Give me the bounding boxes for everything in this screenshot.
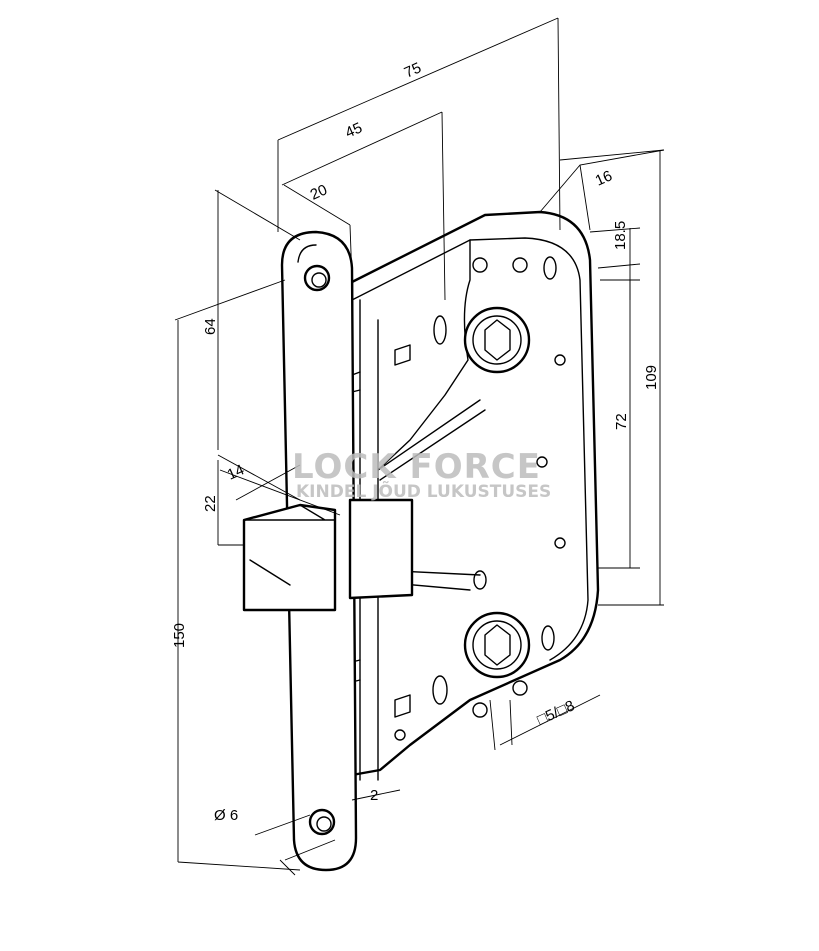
dim-14: 14 xyxy=(225,461,247,483)
dim-20: 20 xyxy=(308,181,330,203)
dim-150: 150 xyxy=(171,623,188,648)
dim-2: 2 xyxy=(370,787,378,804)
dim-18-5: 18.5 xyxy=(612,221,629,250)
spindle-hub-bottom xyxy=(432,570,555,718)
dim-spindle-square: □5/□8 xyxy=(535,697,578,728)
dim-109: 109 xyxy=(643,365,660,390)
watermark-brand: LOCK FORCE xyxy=(292,447,541,487)
dim-16: 16 xyxy=(593,167,615,189)
dim-64: 64 xyxy=(202,318,219,335)
watermark-tagline: KINDEL JÕUD LUKUSTUSES xyxy=(296,479,551,502)
dim-75: 75 xyxy=(402,59,424,81)
dim-45: 45 xyxy=(343,119,365,141)
latch-bolt xyxy=(242,498,414,612)
spindle-hub-top xyxy=(433,256,557,374)
case-pins xyxy=(394,354,566,741)
dim-hole-diameter: Ø 6 xyxy=(214,807,238,824)
dim-72: 72 xyxy=(613,413,630,430)
dim-22: 22 xyxy=(202,495,219,512)
dimension-lines xyxy=(174,17,665,876)
